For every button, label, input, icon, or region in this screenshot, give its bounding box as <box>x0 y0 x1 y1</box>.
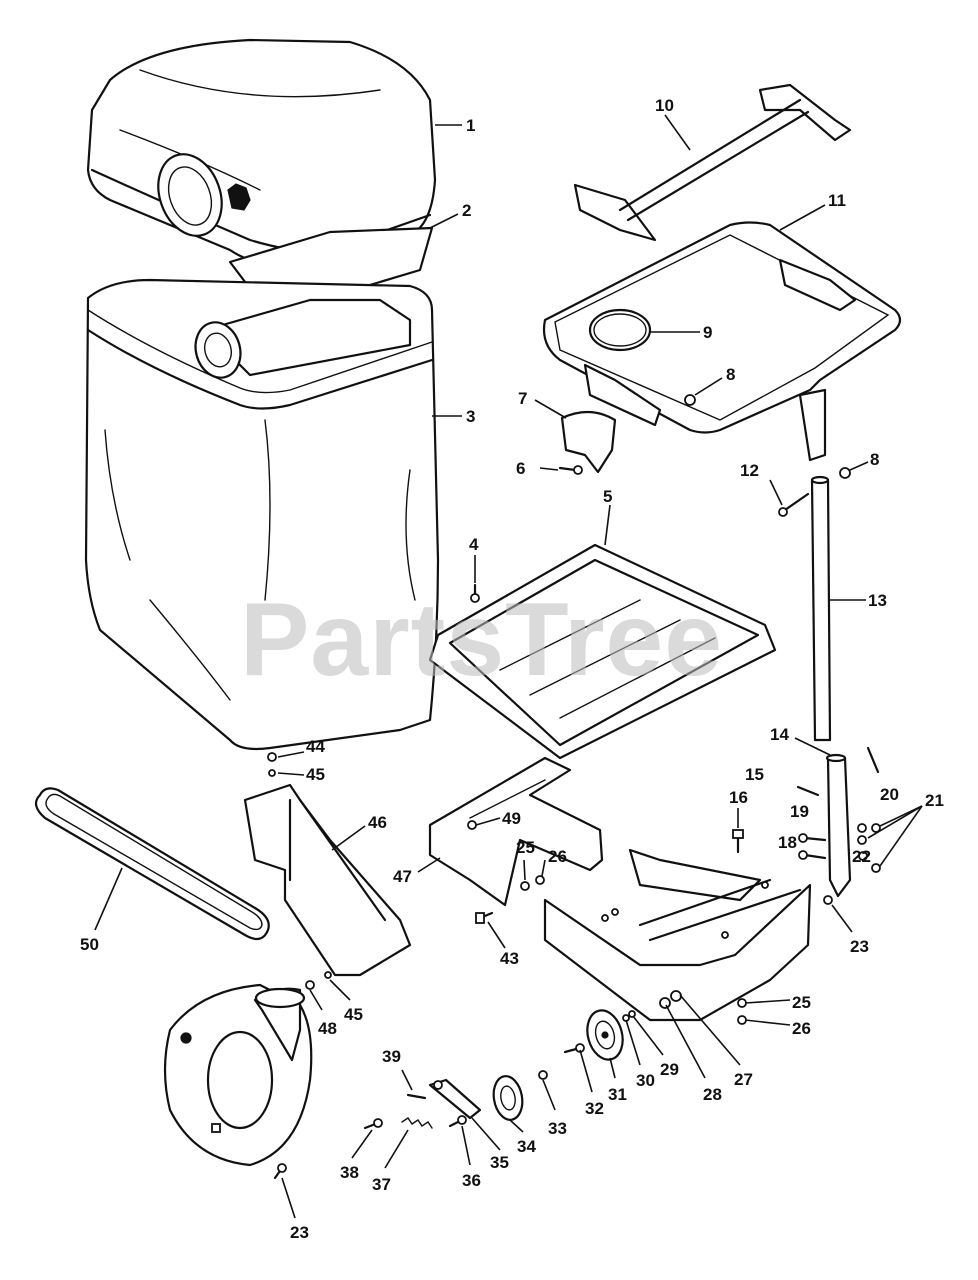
callout-8a: 8 <box>726 365 735 384</box>
callout-12: 12 <box>740 461 759 480</box>
callout-3: 3 <box>466 407 475 426</box>
callout-22: 22 <box>852 847 871 866</box>
callout-16: 16 <box>729 788 748 807</box>
part-12-bolt <box>778 492 810 517</box>
callout-50: 50 <box>80 935 99 954</box>
callout-21: 21 <box>925 791 944 810</box>
callout-5: 5 <box>603 487 612 506</box>
callout-10: 10 <box>655 96 674 115</box>
callout-8b: 8 <box>870 450 879 469</box>
callout-26a: 26 <box>548 847 567 866</box>
part-3-collection-bag <box>84 278 440 751</box>
callout-30: 30 <box>636 1071 655 1090</box>
callout-38: 38 <box>340 1163 359 1182</box>
callout-19: 19 <box>790 802 809 821</box>
pulley-31 <box>586 1009 624 1061</box>
callout-4: 4 <box>469 535 479 554</box>
callout-1: 1 <box>466 116 475 135</box>
callout-46: 46 <box>368 813 387 832</box>
part-47-shield <box>428 756 604 907</box>
callout-13: 13 <box>868 591 887 610</box>
callout-9: 9 <box>703 323 712 342</box>
spring-37 <box>401 1117 433 1129</box>
callout-18: 18 <box>778 833 797 852</box>
callout-31: 31 <box>608 1085 627 1104</box>
callout-35: 35 <box>490 1153 509 1172</box>
callout-2: 2 <box>462 201 471 220</box>
callout-23a: 23 <box>850 937 869 956</box>
part-50-belt <box>34 787 270 941</box>
part-8-nut <box>684 394 851 479</box>
part-13-tube <box>810 475 832 742</box>
callout-6: 6 <box>516 459 525 478</box>
callout-28: 28 <box>703 1085 722 1104</box>
callout-20: 20 <box>880 785 899 804</box>
callout-25a: 25 <box>516 838 535 857</box>
watermark-text: PartsTree <box>240 582 723 698</box>
callout-15: 15 <box>745 765 764 784</box>
part-11-frame <box>542 221 902 462</box>
callout-39: 39 <box>382 1047 401 1066</box>
callout-43: 43 <box>500 949 519 968</box>
callout-45b: 45 <box>344 1005 363 1024</box>
callout-7: 7 <box>518 389 527 408</box>
callout-23b: 23 <box>290 1223 309 1242</box>
part-46-chute <box>243 783 412 977</box>
callout-36: 36 <box>462 1171 481 1190</box>
callout-29: 29 <box>660 1060 679 1079</box>
part-14-sleeve <box>825 753 852 898</box>
callout-25b: 25 <box>792 993 811 1012</box>
pulley-34 <box>492 1075 524 1121</box>
callout-labels: 1 2 3 4 5 6 7 8 8 9 10 11 12 13 14 15 16 <box>80 96 944 1242</box>
blower-housing <box>163 983 313 1167</box>
callout-37: 37 <box>372 1175 391 1194</box>
part-5-tray <box>428 543 777 760</box>
part-7-deflector <box>560 410 617 474</box>
idler-arm-35 <box>428 1078 482 1120</box>
hardware-right-group <box>732 746 881 1025</box>
callout-47: 47 <box>393 867 412 886</box>
part-6-screw <box>558 465 583 475</box>
callout-45a: 45 <box>306 765 325 784</box>
mounting-frame <box>543 848 812 1022</box>
callout-44: 44 <box>306 737 325 756</box>
callout-32: 32 <box>585 1099 604 1118</box>
callout-48: 48 <box>318 1019 337 1038</box>
callout-33: 33 <box>548 1119 567 1138</box>
callout-26b: 26 <box>792 1019 811 1038</box>
part-4-screw <box>470 583 480 603</box>
callout-14: 14 <box>770 725 789 744</box>
part-9-hose-clamp <box>588 308 652 352</box>
callout-11: 11 <box>828 191 846 210</box>
part-1-bag-cover <box>86 38 437 268</box>
callout-34: 34 <box>517 1137 536 1156</box>
callout-27: 27 <box>734 1070 753 1089</box>
part-10-bracket <box>573 83 852 242</box>
callout-49: 49 <box>502 809 521 828</box>
